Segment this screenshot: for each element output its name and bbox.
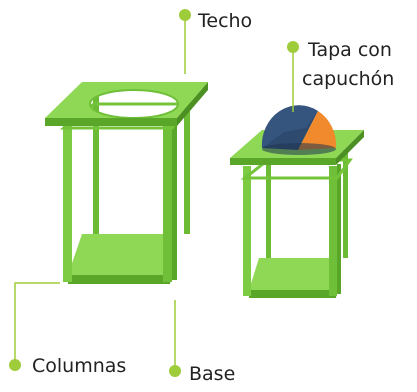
large-frame: [45, 82, 208, 284]
large-frame-front-column-left: [63, 118, 72, 282]
cap-dome-base: [262, 143, 336, 155]
callout-dot-base: [169, 365, 181, 377]
label-tapa-line2: capuchón: [302, 68, 395, 90]
large-frame-top-plate-front: [45, 118, 177, 126]
cap-dome-blue-top: [261, 105, 318, 148]
large-frame-front-column-right: [163, 118, 172, 282]
cap-dome: [261, 105, 337, 155]
small-frame-back-column-left: [266, 150, 271, 258]
callout-dot-techo: [179, 9, 191, 21]
small-frame-top-plate-side: [336, 130, 364, 165]
callouts: [9, 9, 299, 377]
small-frame-back-column-right: [343, 150, 348, 258]
small-frame-top-plate-front: [230, 158, 336, 165]
small-frame-front-column-left: [243, 166, 251, 296]
large-frame-base-top: [68, 234, 176, 275]
callout-dot-tapa: [287, 41, 299, 53]
large-frame-top-plate-side: [177, 82, 208, 126]
large-frame-front-column-right-shade: [172, 116, 177, 280]
label-columnas: Columnas: [32, 355, 127, 377]
small-frame-base-top: [249, 258, 340, 290]
small-frame: [230, 105, 364, 298]
label-base: Base: [189, 363, 236, 385]
small-frame-mid-ring: [240, 158, 353, 180]
label-tapa-line1: Tapa con: [308, 39, 392, 61]
large-frame-back-column-right: [184, 92, 190, 234]
callout-dot-columnas: [9, 359, 21, 371]
large-frame-base-front: [68, 275, 170, 284]
label-techo: Techo: [198, 10, 253, 32]
small-frame-base-front: [249, 290, 336, 298]
large-frame-back-column-left: [93, 92, 99, 234]
callout-line-columnas: [14, 282, 60, 365]
small-frame-front-column-right: [329, 166, 337, 296]
cap-dome-orange: [298, 111, 337, 150]
large-frame-top-plate: [45, 82, 208, 118]
small-frame-front-column-right-shade: [337, 164, 341, 294]
